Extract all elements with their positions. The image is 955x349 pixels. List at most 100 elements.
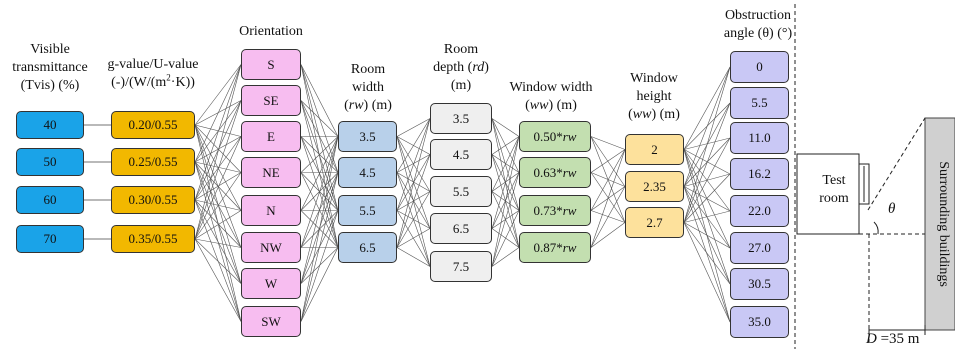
- connector-line: [683, 222, 731, 323]
- obstruction-angle-node: 35.0: [730, 306, 789, 338]
- connector-line: [194, 64, 242, 201]
- surrounding-building-block: [924, 117, 955, 331]
- connector-line: [396, 247, 431, 267]
- orientation-node: S: [241, 49, 301, 80]
- connector-line: [194, 64, 242, 126]
- window-height-node: 2.7: [625, 207, 684, 238]
- header-room-depth: Room depth (rd) (m): [433, 42, 489, 93]
- header-window-height: Window height (ww) (m): [628, 71, 680, 122]
- connector-line: [300, 100, 339, 137]
- connector-line: [396, 118, 431, 173]
- window-width-node: 0.50*rw: [519, 121, 591, 152]
- obstruction-angle-node: 11.0: [730, 122, 789, 154]
- room-depth-node: 5.5: [430, 176, 492, 207]
- header-window-width: Window width (ww) (m): [509, 80, 593, 113]
- connector-line: [194, 136, 242, 201]
- connector-line: [491, 172, 520, 267]
- connector-line: [300, 136, 339, 173]
- connector-line: [194, 64, 242, 163]
- connector-line: [683, 66, 731, 150]
- connector-line: [396, 118, 431, 137]
- connector-line: [683, 186, 731, 212]
- connector-line: [300, 64, 339, 211]
- header-orientation: Orientation: [239, 24, 303, 39]
- connector-line: [300, 136, 339, 211]
- tvis-node: 60: [16, 186, 84, 214]
- connector-line: [396, 210, 431, 267]
- room-depth-node: 4.5: [430, 139, 492, 170]
- connector-line: [396, 118, 431, 248]
- window-width-node: 0.87*rw: [519, 232, 591, 263]
- connector-line: [683, 137, 731, 223]
- connector-line: [396, 118, 431, 211]
- obstruction-angle-node: 0: [730, 51, 789, 83]
- obstruction-angle-node: 30.5: [730, 268, 789, 300]
- connector-line: [491, 136, 520, 155]
- angle-arc: [873, 221, 879, 235]
- connector-line: [590, 136, 626, 187]
- room-width-node: 3.5: [338, 121, 397, 152]
- header-tvis: Visible transmittance (Tvis) (%): [12, 42, 88, 93]
- window-width-node: 0.63*rw: [519, 157, 591, 188]
- connector-line: [683, 186, 731, 323]
- connector-line: [396, 154, 431, 173]
- connector-line: [590, 149, 626, 211]
- orientation-node: NW: [241, 232, 301, 263]
- connector-line: [683, 186, 731, 249]
- connector-line: [683, 149, 731, 175]
- connector-line: [194, 199, 242, 248]
- connector-line: [683, 222, 731, 285]
- connector-line: [300, 136, 339, 322]
- connector-line: [194, 238, 242, 248]
- orientation-node: W: [241, 268, 301, 299]
- connector-line: [300, 247, 339, 322]
- g-u-value-node: 0.35/0.55: [111, 225, 195, 253]
- connector-line: [194, 161, 242, 173]
- connector-line: [300, 210, 339, 322]
- orientation-node: NE: [241, 157, 301, 188]
- connector-line: [194, 161, 242, 284]
- connector-line: [194, 172, 242, 240]
- connector-line: [194, 238, 242, 284]
- g-u-value-node: 0.25/0.55: [111, 148, 195, 176]
- connector-line: [683, 173, 731, 223]
- connector-line: [194, 124, 242, 173]
- connector-line: [300, 100, 339, 211]
- connector-line: [491, 210, 520, 267]
- window-height-node: 2: [625, 134, 684, 165]
- room-width-node: 6.5: [338, 232, 397, 263]
- header-obstruction-angle: Obstruction angle (θ) (°): [723, 8, 793, 41]
- connector-line: [300, 136, 339, 248]
- connector-line: [590, 149, 626, 173]
- obstruction-angle-node: 22.0: [730, 195, 789, 227]
- connector-line: [491, 247, 520, 267]
- connector-line: [590, 186, 626, 248]
- header-g-u-value: g-value/U-value (-)/(W/(m2·K)): [107, 57, 199, 90]
- obstruction-angle-node: 5.5: [730, 87, 789, 119]
- connector-line: [300, 172, 339, 322]
- room-width-node: 4.5: [338, 157, 397, 188]
- connector-line: [194, 100, 242, 201]
- room-depth-node: 3.5: [430, 103, 492, 134]
- g-u-value-node: 0.30/0.55: [111, 186, 195, 214]
- orientation-node: SE: [241, 85, 301, 116]
- connector-line: [590, 136, 626, 150]
- sight-line: [867, 117, 926, 211]
- test-room-box: [796, 153, 860, 235]
- connector-line: [683, 222, 731, 249]
- g-u-value-node: 0.20/0.55: [111, 111, 195, 139]
- obstruction-angle-node: 16.2: [730, 158, 789, 190]
- room-depth-node: 6.5: [430, 213, 492, 244]
- room-depth-node: 7.5: [430, 251, 492, 282]
- connector-line: [396, 191, 431, 248]
- connector-line: [590, 222, 626, 248]
- connector-line: [194, 100, 242, 240]
- connector-line: [194, 199, 242, 284]
- connector-line: [491, 136, 520, 267]
- window-height-node: 2.35: [625, 171, 684, 202]
- connector-line: [194, 100, 242, 163]
- distance-label: D =35 m: [866, 331, 920, 347]
- connector-line: [590, 149, 626, 248]
